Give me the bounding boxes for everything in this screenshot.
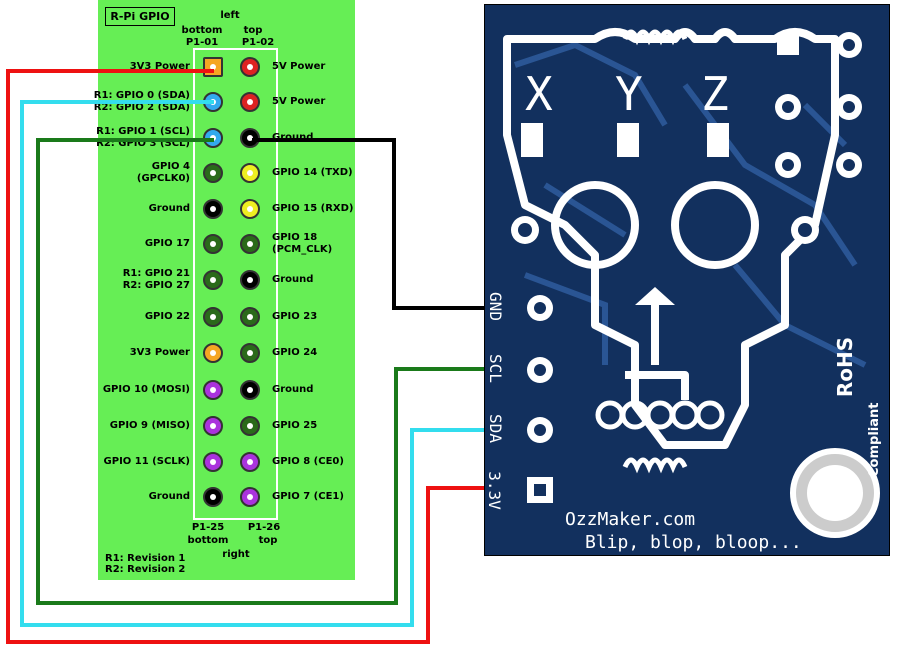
rohs-logo-text: RoHS — [833, 336, 858, 398]
gpio-left-pin — [203, 343, 223, 363]
gpio-left-pin — [203, 163, 223, 183]
gpio-left-label: R1: GPIO 1 (SCL) R2: GPIO 3 (SCL) — [96, 126, 190, 149]
pin-label-sda: SDA — [485, 414, 505, 443]
gpio-left-pin — [203, 270, 223, 290]
pin-label-3v3: 3.3V — [484, 471, 504, 510]
gpio-right-pin — [240, 307, 260, 327]
gpio-left-label: GPIO 11 (SCLK) — [103, 456, 190, 467]
gpio-right-pin — [240, 343, 260, 363]
gpio-left-pin — [203, 452, 223, 472]
gpio-right-label: GPIO 24 — [272, 347, 318, 358]
gpio-left-label: Ground — [148, 491, 190, 502]
gpio-left-pin — [203, 199, 223, 219]
tagline-text: Blip, blop, bloop... — [585, 532, 802, 553]
gpio-right-pin — [240, 452, 260, 472]
gpio-right-pin — [240, 163, 260, 183]
label-left: left — [220, 10, 240, 21]
pad-square — [777, 33, 799, 55]
gpio-left-label: GPIO 10 (MOSI) — [102, 384, 190, 395]
power-wire — [6, 69, 540, 644]
gpio-right-pin — [240, 270, 260, 290]
gpio-left-pin — [203, 307, 223, 327]
gpio-right-label: GPIO 25 — [272, 420, 318, 431]
label-bottom-bottom: bottom — [187, 535, 229, 546]
gpio-right-label: Ground — [272, 384, 314, 395]
sensor-board: X Y Z GND SCL SDA 3.3V RoHS Compliant Oz… — [484, 4, 890, 556]
gpio-right-pin — [240, 487, 260, 507]
gpio-left-pin — [203, 416, 223, 436]
gpio-title: R-Pi GPIO — [105, 7, 175, 26]
gpio-right-label: GPIO 8 (CE0) — [272, 456, 344, 467]
revision-note-1: R1: Revision 1 — [105, 553, 186, 564]
pin-label-scl: SCL — [485, 354, 505, 383]
label-bottom-top: bottom — [181, 25, 223, 36]
gpio-right-label: GPIO 7 (CE1) — [272, 491, 344, 502]
rohs-compliant-text: Compliant — [867, 402, 882, 477]
axis-label-z: Z — [701, 67, 729, 121]
gpio-right-label: GPIO 18 (PCM_CLK) — [272, 232, 333, 255]
gpio-right-label: GPIO 23 — [272, 311, 318, 322]
gpio-right-pin — [240, 380, 260, 400]
gpio-left-label: GPIO 4 (GPCLK0) — [136, 161, 190, 184]
label-top-bottom: top — [258, 535, 278, 546]
gpio-right-label: GPIO 15 (RXD) — [272, 203, 354, 214]
sensor-artwork — [503, 28, 880, 538]
brand-text: OzzMaker.com — [565, 509, 696, 530]
gpio-right-label: GPIO 14 (TXD) — [272, 167, 353, 178]
scl-wire — [36, 138, 540, 605]
axis-label-x: X — [525, 67, 553, 121]
gpio-left-label: R1: GPIO 0 (SDA) R2: GPIO 2 (SDA) — [93, 90, 190, 113]
label-p1-25: P1-25 — [191, 522, 225, 533]
label-p1-26: P1-26 — [247, 522, 281, 533]
pin-label-gnd: GND — [485, 292, 505, 321]
ground-wire — [252, 138, 540, 310]
label-right: right — [222, 549, 250, 560]
gpio-board — [98, 0, 355, 580]
gpio-right-pin — [240, 199, 260, 219]
label-p1-01: P1-01 — [185, 37, 219, 48]
gpio-left-label: GPIO 22 — [144, 311, 190, 322]
x-axis-icon — [521, 123, 543, 157]
gpio-left-label: 3V3 Power — [129, 61, 190, 72]
gpio-right-label: 5V Power — [272, 96, 326, 107]
gpio-right-pin — [240, 92, 260, 112]
label-p1-02: P1-02 — [241, 37, 275, 48]
pin-header-frame — [193, 48, 278, 520]
gpio-right-pin — [240, 57, 260, 77]
gpio-right-label: Ground — [272, 274, 314, 285]
gpio-left-label: GPIO 17 — [144, 238, 190, 249]
gpio-right-label: 5V Power — [272, 61, 326, 72]
gpio-right-pin — [240, 234, 260, 254]
z-axis-icon — [707, 123, 729, 157]
gpio-left-pin — [203, 487, 223, 507]
label-top-top: top — [243, 25, 263, 36]
y-axis-icon — [617, 123, 639, 157]
gpio-left-pin — [203, 380, 223, 400]
gpio-left-label: GPIO 9 (MISO) — [109, 420, 190, 431]
gpio-right-label: Ground — [272, 132, 314, 143]
revision-note-2: R2: Revision 2 — [105, 564, 186, 575]
arrow-head — [635, 287, 675, 305]
gpio-left-label: R1: GPIO 21 R2: GPIO 27 — [122, 268, 190, 291]
sda-wire — [20, 100, 540, 627]
axis-label-y: Y — [615, 67, 643, 121]
gpio-right-pin — [240, 416, 260, 436]
gpio-left-label: 3V3 Power — [129, 347, 190, 358]
gpio-left-pin — [203, 234, 223, 254]
gpio-left-label: Ground — [148, 203, 190, 214]
